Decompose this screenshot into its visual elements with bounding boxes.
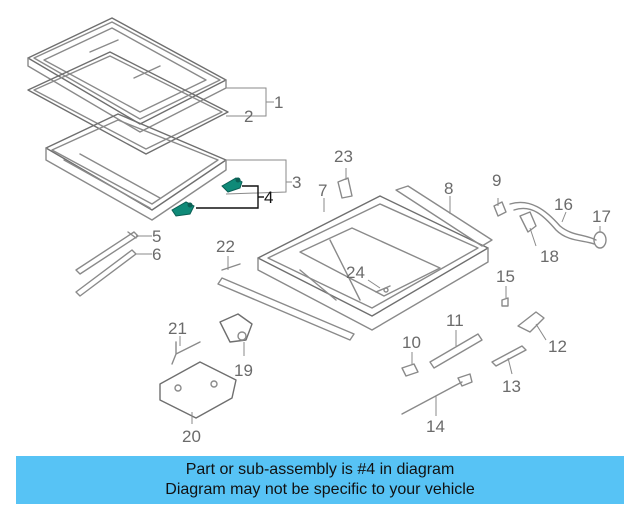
callout-22: 22 [216, 237, 235, 256]
info-banner: Part or sub-assembly is #4 in diagram Di… [16, 456, 624, 504]
sunroof-parts-diagram: 1 2 3 4 5 6 7 8 9 10 11 12 13 14 15 16 1… [27, 17, 611, 446]
callout-9: 9 [492, 171, 501, 190]
callout-7: 7 [318, 181, 327, 200]
crank-handle-21[interactable] [171, 341, 201, 365]
hose-clip-18[interactable] [519, 211, 537, 233]
leader-lines [136, 87, 601, 424]
callout-18: 18 [540, 247, 559, 266]
front-deflector-22[interactable] [217, 263, 355, 341]
callout-2: 2 [244, 107, 253, 126]
sunroof-motor-19[interactable] [219, 313, 253, 343]
callout-8: 8 [444, 179, 453, 198]
sunroof-housing-frame[interactable] [257, 195, 489, 331]
callout-15: 15 [496, 267, 515, 286]
callout-10: 10 [402, 333, 421, 352]
callout-11: 11 [446, 311, 464, 330]
bracket-12[interactable] [517, 311, 545, 333]
motor-cover-10[interactable] [401, 363, 419, 377]
banner-line-1: Part or sub-assembly is #4 in diagram [185, 461, 455, 478]
rear-rail-8[interactable] [395, 185, 493, 247]
callout-24: 24 [346, 263, 365, 282]
callout-19: 19 [234, 361, 253, 380]
part-4-bracket-lower[interactable] [171, 201, 195, 217]
part-4-bracket-upper[interactable] [221, 177, 243, 193]
callout-12: 12 [548, 337, 567, 356]
motor-bracket-20[interactable] [159, 361, 237, 419]
clip-23[interactable] [337, 177, 353, 199]
callout-21: 21 [168, 319, 187, 338]
callout-5: 5 [152, 227, 161, 246]
drain-connector-9[interactable] [493, 201, 507, 217]
callout-13: 13 [502, 377, 521, 396]
drive-cable-14[interactable] [401, 373, 473, 415]
callout-4: 4 [264, 188, 273, 207]
callout-labels: 1 2 3 4 5 6 7 8 9 10 11 12 13 14 15 16 1… [152, 93, 611, 446]
drain-hose-16[interactable] [509, 201, 597, 245]
banner-line-2: Diagram may not be specific to your vehi… [165, 481, 475, 498]
callout-23: 23 [334, 147, 353, 166]
callout-20: 20 [182, 427, 201, 446]
bolt-15[interactable] [501, 297, 509, 307]
screw-24[interactable] [375, 285, 391, 293]
cable-guide-11[interactable] [429, 333, 483, 369]
sunroof-glass-panel[interactable] [27, 17, 227, 133]
callout-14: 14 [426, 417, 445, 436]
sunroof-glass-seal[interactable] [27, 51, 229, 155]
callout-16: 16 [554, 195, 573, 214]
callout-17: 17 [592, 207, 611, 226]
callout-1: 1 [274, 93, 283, 112]
callout-3: 3 [292, 173, 301, 192]
callout-6: 6 [152, 245, 161, 264]
cable-guide-13[interactable] [491, 345, 527, 367]
